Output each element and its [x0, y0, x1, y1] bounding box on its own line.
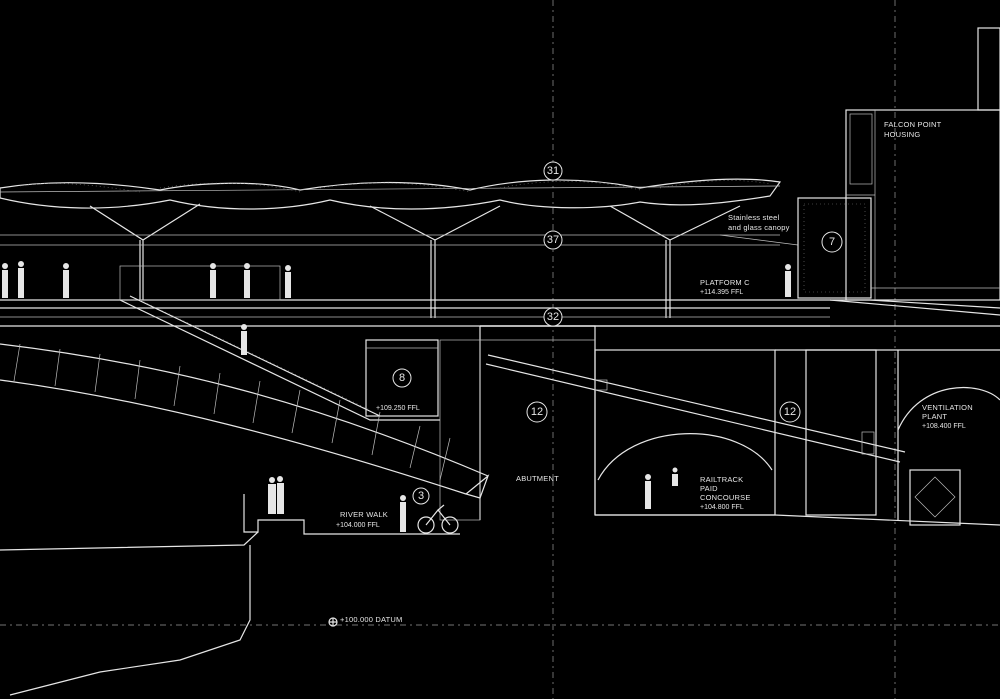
concourse-label-1: RAILTRACK: [700, 475, 743, 484]
datum-marker: [328, 617, 338, 627]
ventilation-level: +108.400 FFL: [922, 423, 966, 430]
svg-text:32: 32: [547, 311, 559, 323]
ventilation-label-1: VENTILATION: [922, 403, 973, 412]
platform-deck: [0, 299, 1000, 520]
marker-12-abutment: 12: [526, 401, 548, 423]
datum-label: +100.000 DATUM: [340, 615, 402, 624]
canopy-label-2: and glass canopy: [728, 223, 790, 232]
stair-enclosure: [119, 265, 481, 521]
svg-text:3: 3: [418, 490, 424, 502]
falcon-point-label-2: HOUSING: [884, 130, 920, 139]
marker-8: 8: [392, 368, 412, 388]
canopy-label-1: Stainless steel: [728, 213, 779, 222]
marker-32: 32: [543, 307, 563, 327]
svg-text:12: 12: [784, 406, 796, 418]
falcon-point-housing: [845, 27, 1000, 301]
svg-text:37: 37: [547, 234, 559, 246]
platform-c-level: +114.395 FFL: [700, 289, 743, 296]
marker-12-shaft: 12: [779, 401, 801, 423]
bridge-ramp: [0, 343, 490, 499]
river-walk-label: RIVER WALK: [340, 510, 388, 519]
diagonal-shaft: [485, 354, 906, 463]
svg-text:12: 12: [531, 406, 543, 418]
concourse: [594, 349, 1000, 526]
concourse-label-3: CONCOURSE: [700, 493, 751, 502]
concourse-label-2: PAID: [700, 484, 718, 493]
svg-text:31: 31: [547, 165, 559, 177]
block-7: [797, 197, 1000, 299]
canopy: [0, 178, 799, 318]
river-walk: [0, 494, 460, 696]
svg-text:7: 7: [829, 236, 835, 248]
level-8-label: +109.250 FFL: [376, 405, 420, 412]
falcon-point-label-1: FALCON POINT: [884, 120, 942, 129]
platform-c-label: PLATFORM C: [700, 278, 750, 287]
marker-37: 37: [543, 230, 563, 250]
svg-text:8: 8: [399, 372, 405, 384]
abutment-label: ABUTMENT: [516, 474, 559, 483]
concourse-level: +104.800 FFL: [700, 504, 744, 511]
people-silhouettes: [2, 261, 791, 534]
marker-31: 31: [543, 161, 563, 181]
marker-7: 7: [821, 231, 843, 253]
ventilation-label-2: PLANT: [922, 412, 947, 421]
river-walk-level: +104.000 FFL: [336, 522, 380, 529]
marker-3: 3: [412, 487, 430, 505]
